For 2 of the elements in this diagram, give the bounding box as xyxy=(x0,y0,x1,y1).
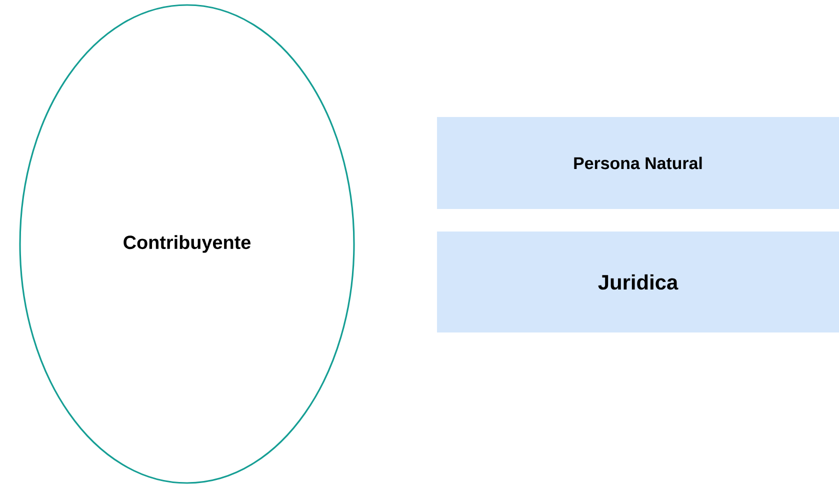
category-box: Persona Natural xyxy=(437,117,839,209)
category-box: Juridica xyxy=(437,232,839,332)
